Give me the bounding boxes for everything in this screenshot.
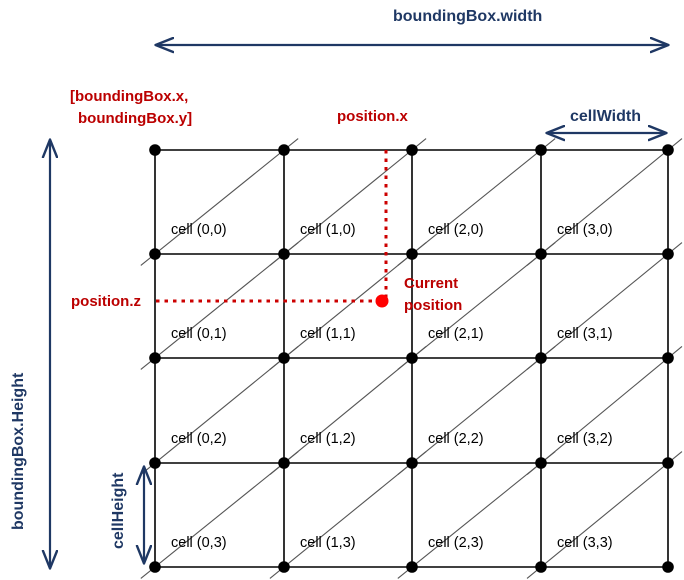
cell-label-0-0: cell (0,0) (171, 222, 227, 238)
current-position-dot (375, 294, 389, 308)
grid-vertex-dot-2-2 (406, 352, 418, 364)
bounding-box-height-label: boundingBox.Height (10, 372, 27, 530)
grid-vertex-dot-0-2 (149, 352, 161, 364)
cell-diagonal-0-1 (140, 242, 299, 370)
grid-vertex-dot-0-3 (149, 457, 161, 469)
grid-vertex-dot-4-1 (662, 248, 674, 260)
grid-vertex-dot-1-4 (278, 561, 290, 573)
cell-label-0-1: cell (0,1) (171, 326, 227, 342)
grid-vertex-dot-2-4 (406, 561, 418, 573)
cell-label-1-1: cell (1,1) (300, 326, 356, 342)
cell-diagonal-3-3 (526, 451, 683, 579)
cell-label-2-2: cell (2,2) (428, 431, 484, 447)
cell-diagonal-0-3 (140, 451, 299, 579)
position-guides (156, 150, 389, 308)
cell-label-3-1: cell (3,1) (557, 326, 613, 342)
cell-diagonal-0-0 (140, 138, 299, 266)
grid-vertex-dot-2-0 (406, 144, 418, 156)
grid-vertex-dot-1-1 (278, 248, 290, 260)
bounding-box-width-label: boundingBox.width (393, 8, 543, 25)
cell-label-3-2: cell (3,2) (557, 431, 613, 447)
grid-vertex-dot-3-4 (535, 561, 547, 573)
cell-diagonal-1-3 (269, 451, 427, 579)
cell-diagonal-lines (140, 138, 683, 579)
grid-vertex-dots (149, 144, 674, 573)
grid-vertex-dot-3-2 (535, 352, 547, 364)
cell-label-0-3: cell (0,3) (171, 535, 227, 551)
cell-height-label: cellHeight (110, 472, 127, 549)
grid-vertex-dot-3-0 (535, 144, 547, 156)
cell-label-1-3: cell (1,3) (300, 535, 356, 551)
position-z-label: position.z (71, 293, 141, 310)
cell-label-3-3: cell (3,3) (557, 535, 613, 551)
cell-label-2-0: cell (2,0) (428, 222, 484, 238)
grid-vertex-dot-0-0 (149, 144, 161, 156)
grid-vertex-dot-1-2 (278, 352, 290, 364)
grid-vertex-dot-2-3 (406, 457, 418, 469)
grid-vertex-dot-4-4 (662, 561, 674, 573)
grid-vertex-dot-1-0 (278, 144, 290, 156)
grid-vertex-dot-3-1 (535, 248, 547, 260)
cell-label-1-0: cell (1,0) (300, 222, 356, 238)
grid-vertex-dot-4-3 (662, 457, 674, 469)
grid-vertex-dot-2-1 (406, 248, 418, 260)
bounding-box-origin-label-line2: boundingBox.y] (78, 110, 193, 127)
dimension-arrows (50, 45, 668, 568)
cell-label-0-2: cell (0,2) (171, 431, 227, 447)
cell-label-2-1: cell (2,1) (428, 326, 484, 342)
cell-diagonal-0-2 (140, 346, 299, 475)
cell-label-2-3: cell (2,3) (428, 535, 484, 551)
cell-label-1-2: cell (1,2) (300, 431, 356, 447)
grid-vertex-dot-0-4 (149, 561, 161, 573)
cell-diagonal-2-3 (397, 451, 556, 579)
cell-width-label: cellWidth (570, 108, 641, 125)
grid-vertex-dot-1-3 (278, 457, 290, 469)
current-position-label-line2: position (404, 297, 463, 314)
grid-vertex-dot-0-1 (149, 248, 161, 260)
grid-vertex-dot-4-0 (662, 144, 674, 156)
grid-vertex-dot-3-3 (535, 457, 547, 469)
bounding-box-origin-label-line1: [boundingBox.x, (70, 88, 189, 105)
cell-label-3-0: cell (3,0) (557, 222, 613, 238)
current-position-label-line1: Current (404, 275, 459, 292)
grid-vertex-dot-4-2 (662, 352, 674, 364)
position-x-label: position.x (337, 108, 408, 125)
